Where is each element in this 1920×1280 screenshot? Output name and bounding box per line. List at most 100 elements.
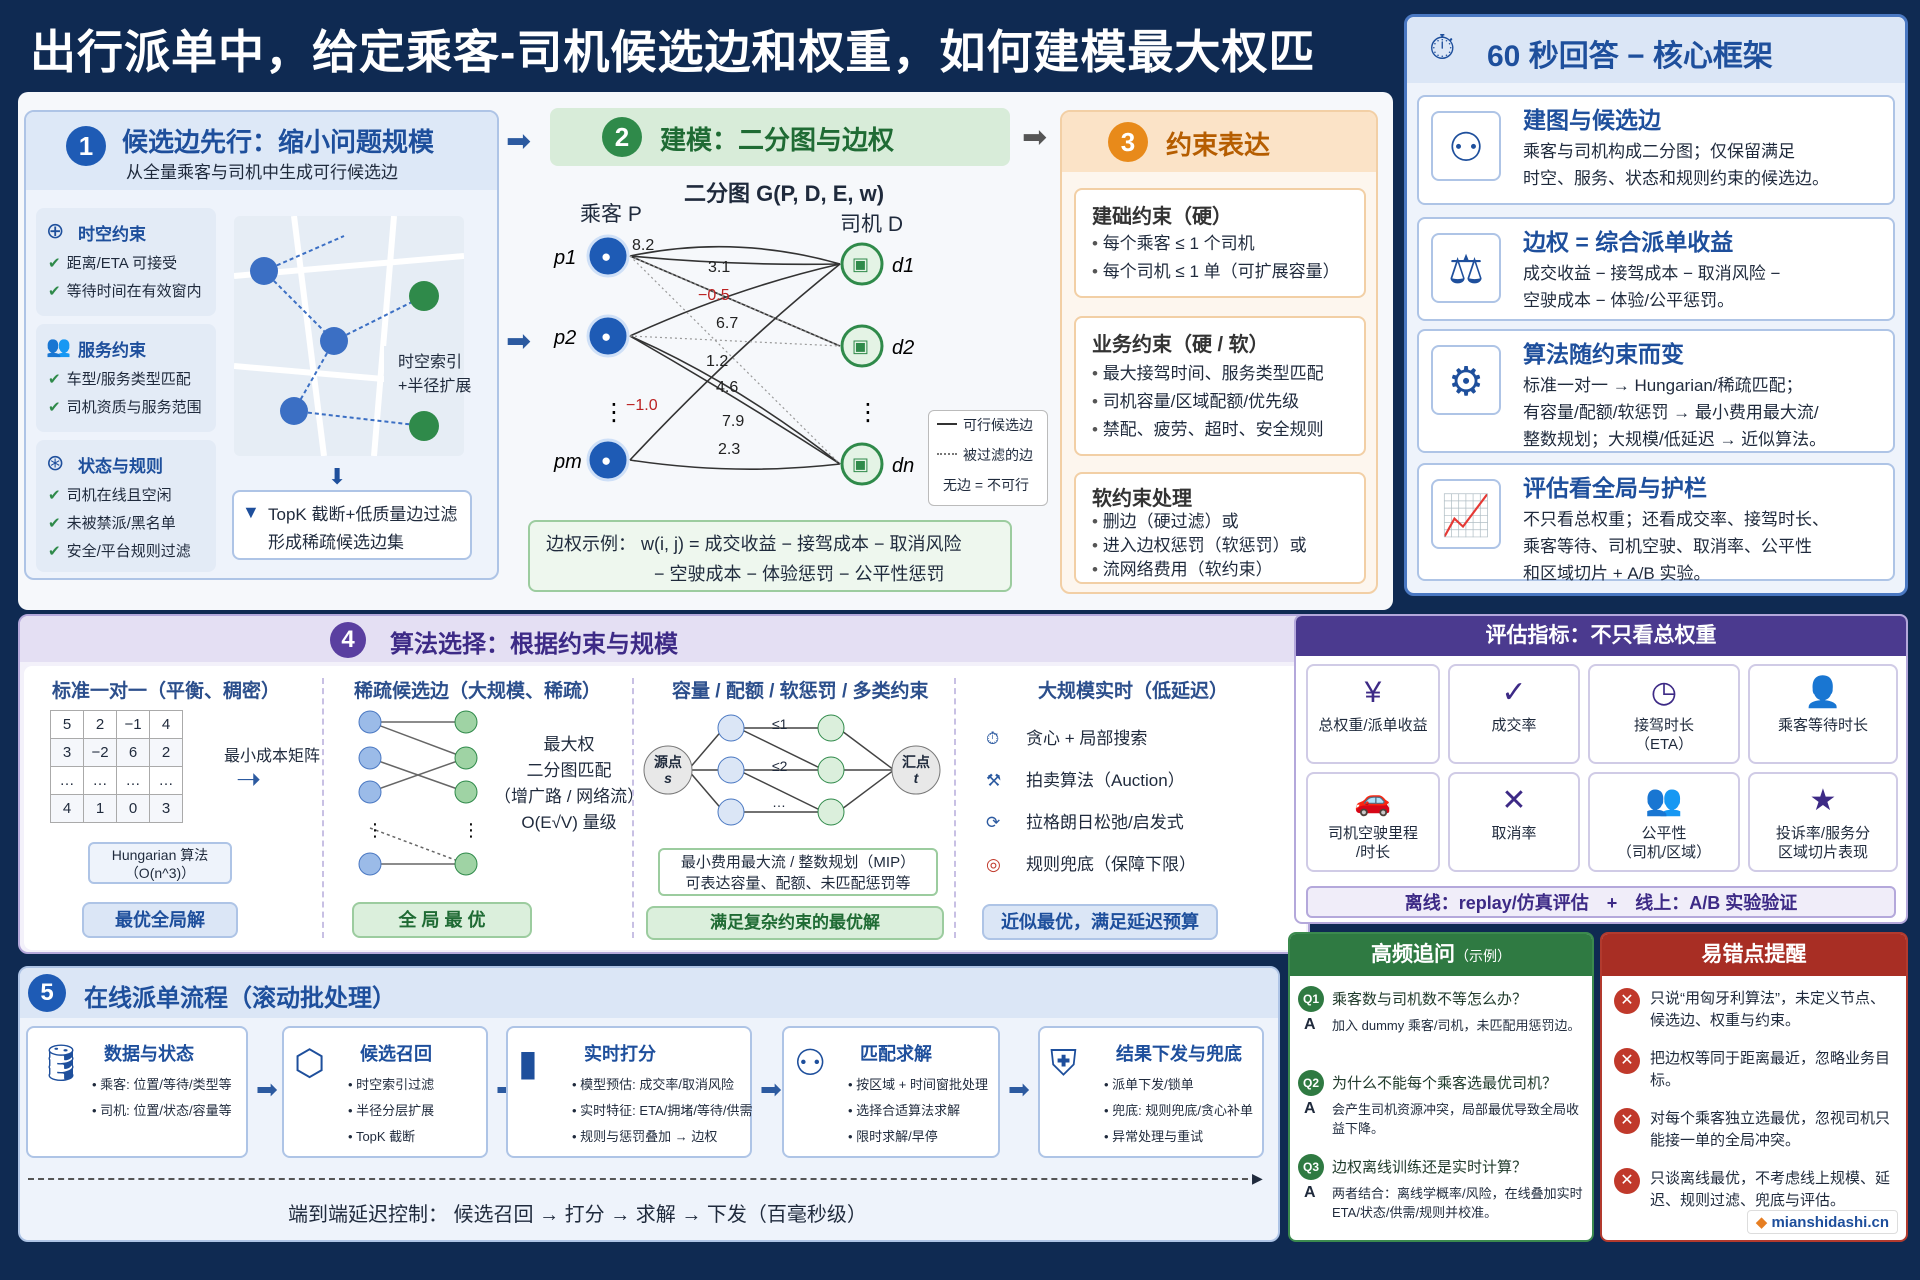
metric-label: 投诉率/服务分 区域切片表现 bbox=[1775, 825, 1871, 861]
matrix-cell: 6 bbox=[116, 738, 150, 767]
group-icon: 👥 bbox=[1645, 784, 1683, 817]
step-title: 结果下发与兜底 bbox=[1116, 1044, 1242, 1064]
faq-header: 高频追问 bbox=[1371, 943, 1455, 966]
framework-item-line: 成交收益 − 接驾成本 − 取消风险 − bbox=[1523, 264, 1781, 283]
algo-col-title: 标准一对一（平衡、稠密） bbox=[52, 681, 281, 702]
faq-a-marker: A bbox=[1304, 1100, 1316, 1117]
matrix-cell: 0 bbox=[116, 794, 150, 823]
faq-question: 为什么不能每个乘客选最优司机？ bbox=[1332, 1075, 1558, 1092]
hungarian-box: Hungarian 算法（O(n^3)） bbox=[88, 842, 232, 884]
growth-chart-icon: 📈 bbox=[1431, 479, 1501, 549]
step-item: • 乘客: 位置/等待/类型等 bbox=[92, 1077, 232, 1092]
realtime-item: ◎规则兜底（保障下限） bbox=[986, 844, 1196, 886]
faq-question: 边权离线训练还是实时计算？ bbox=[1332, 1159, 1528, 1176]
driver-node bbox=[840, 242, 884, 286]
metric-label: 接驾时长 （ETA） bbox=[1633, 717, 1694, 753]
metric-card: 🚗司机空驶里程 /时长 bbox=[1306, 772, 1440, 872]
constraint-item: ✔等待时间在有效窗内 bbox=[48, 283, 202, 300]
edge-weight-label: 2.3 bbox=[718, 441, 740, 458]
candidate-edge bbox=[629, 255, 841, 347]
filter-text: 形成稀疏候选边集 bbox=[268, 533, 404, 552]
faq-a-marker: A bbox=[1304, 1184, 1316, 1201]
faq-number-badge: Q3 bbox=[1298, 1154, 1324, 1180]
framework-item: ⚇建图与候选边乘客与司机构成二分图；仅保留满足时空、服务、状态和规则约束的候选边… bbox=[1417, 95, 1895, 205]
car-icon: ▣ bbox=[852, 454, 869, 474]
metric-card: ★ 投诉率/服务分 区域切片表现 bbox=[1748, 772, 1898, 872]
group-title: 时空约束 bbox=[78, 225, 146, 244]
gavel-icon: ⚒ bbox=[986, 771, 1002, 790]
section-3-number: 3 bbox=[1108, 122, 1148, 162]
matrix-label: 最小成本矩阵 bbox=[224, 748, 321, 765]
section-1: 1 候选边先行：缩小问题规模 从全量乘客与司机中生成可行候选边 ⊕ 时空约束 ✔… bbox=[24, 110, 499, 580]
passenger-node bbox=[586, 438, 630, 482]
step-item: • 实时特征: ETA/拥堵/等待/供需 bbox=[572, 1103, 753, 1118]
pitfall-text: 对每个乘客独立选最优，忽视司机只能接一单的全局冲突。 bbox=[1650, 1110, 1891, 1149]
network-icon: ⚇ bbox=[794, 1042, 827, 1083]
cube-icon: ⬡ bbox=[294, 1042, 326, 1083]
constraint-block: 软约束处理 删边（硬过滤）或进入边权惩罚（软惩罚）或流网络费用（软约束） bbox=[1074, 472, 1366, 584]
constraint-group: 👥 服务约束 ✔车型/服务类型匹配 ✔司机资质与服务范围 bbox=[36, 324, 216, 432]
framework-item-line: 乘客与司机构成二分图；仅保留满足 bbox=[1523, 142, 1795, 161]
metric-label: 总权重/派单收益 bbox=[1318, 717, 1428, 734]
section-1-number: 1 bbox=[66, 126, 106, 166]
step-title: 实时打分 bbox=[584, 1044, 656, 1064]
metric-label: 乘客等待时长 bbox=[1777, 717, 1868, 734]
section-4-number: 4 bbox=[330, 622, 366, 658]
page-title: 出行派单中，给定乘客-司机候选边和权重，如何建模最大权匹配？ bbox=[30, 26, 1316, 158]
x-circle-icon: ✕ bbox=[1614, 988, 1640, 1014]
edge-weight-label: 1.2 bbox=[706, 353, 728, 370]
graph-legend: 可行候选边 被过滤的边 无边 = 不可行 bbox=[928, 410, 1048, 506]
pitfalls-header: 易错点提醒 bbox=[1602, 934, 1906, 976]
filtered-edge bbox=[629, 335, 841, 347]
constraint-item: ✔车型/服务类型匹配 bbox=[48, 371, 191, 388]
metric-label: 取消率 bbox=[1491, 825, 1537, 842]
faq-answer: 加入 dummy 乘客/司机，未匹配用惩罚边。 bbox=[1332, 1018, 1581, 1033]
edge-weight-label: 3.1 bbox=[708, 259, 730, 276]
constraint-item: ✔安全/平台规则过滤 bbox=[48, 543, 191, 560]
pipeline-step: ⛨结果下发与兜底• 派单下发/锁单• 兜底: 规则兜底/贪心补单• 异常处理与重… bbox=[1038, 1026, 1264, 1158]
svg-text:⋮: ⋮ bbox=[462, 820, 480, 840]
edge-weight-label: −1.0 bbox=[626, 397, 658, 414]
map-label: 时空索引 bbox=[398, 354, 463, 371]
framework-item-title: 算法随约束而变 bbox=[1523, 341, 1684, 367]
framework-item: ⚙算法随约束而变标准一对一 → Hungarian/稀疏匹配；有容量/配额/软惩… bbox=[1417, 329, 1895, 453]
candidate-edge bbox=[629, 335, 841, 465]
metric-card: ✕取消率 bbox=[1448, 772, 1580, 872]
cycle-icon: ⟳ bbox=[986, 813, 1001, 832]
step-item: • 半径分层扩展 bbox=[348, 1103, 435, 1118]
algo-col-title: 大规模实时（低延迟） bbox=[1038, 681, 1229, 702]
person-icon: ● bbox=[601, 247, 611, 266]
step-item: • 按区域 + 时间窗批处理 bbox=[848, 1077, 988, 1092]
faq-a-marker: A bbox=[1304, 1016, 1316, 1033]
section-2-header: 2 建模：二分图与边权 bbox=[550, 108, 1010, 166]
edge-weight-label: 7.9 bbox=[722, 413, 744, 430]
person-icon: ● bbox=[601, 327, 611, 346]
filter-text: TopK 截断+低质量边过滤 bbox=[268, 505, 458, 524]
stopwatch-icon: ⏱ bbox=[1429, 29, 1456, 67]
capacity-label: ≤1 bbox=[772, 716, 788, 732]
x-circle-icon: ✕ bbox=[1614, 1108, 1640, 1134]
pitfall-text: 只说“用匈牙利算法”，未定义节点、候选边、权重与约束。 bbox=[1650, 990, 1885, 1029]
constraint-item: 进入边权惩罚（软惩罚）或 bbox=[1092, 534, 1307, 558]
legend-item: 可行候选边 bbox=[963, 417, 1033, 433]
pipeline-step: ▮实时打分• 模型预估: 成交率/取消风险• 实时特征: ETA/拥堵/等待/供… bbox=[506, 1026, 753, 1158]
edge-weight-label: 4.6 bbox=[716, 379, 738, 396]
algo-col-title: 容量 / 配额 / 软惩罚 / 多类约束 bbox=[672, 681, 929, 702]
matrix-cell: … bbox=[83, 766, 117, 795]
edge-example-line: 边权示例： w(i, j) = 成交收益 − 接驾成本 − 取消风险 bbox=[546, 534, 962, 554]
bipartite-graph: ●p1●p2●pm▣d1▣d2▣dn⋮⋮ 8.23.1−0.56.71.24.6… bbox=[553, 234, 914, 486]
down-arrow-icon: ⬇ bbox=[328, 464, 347, 489]
step-item: • 限时求解/早停 bbox=[848, 1129, 938, 1144]
edge-weight-example: 边权示例： w(i, j) = 成交收益 − 接驾成本 − 取消风险 − 空驶成… bbox=[528, 520, 1012, 592]
constraint-item: 每个司机 ≤ 1 单（可扩展容量） bbox=[1092, 258, 1340, 286]
section-5-number: 5 bbox=[28, 974, 66, 1012]
step-title: 匹配求解 bbox=[860, 1044, 932, 1064]
ellipsis-label: ⋮ bbox=[856, 399, 880, 426]
metric-card: ¥总权重/派单收益 bbox=[1306, 664, 1440, 764]
result-pill: 最优全局解 bbox=[82, 902, 238, 938]
section-5: 5 在线派单流程（滚动批处理） 🛢数据与状态• 乘客: 位置/等待/类型等• 司… bbox=[18, 966, 1280, 1242]
map-label: +半径扩展 bbox=[398, 378, 472, 395]
star-icon: ★ bbox=[1809, 784, 1837, 817]
